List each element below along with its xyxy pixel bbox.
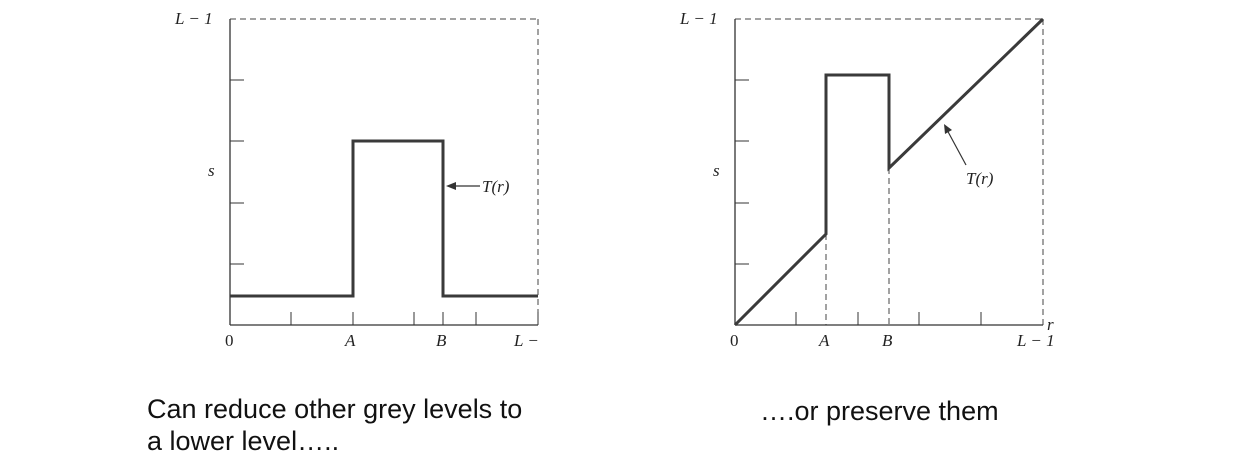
y-top-label-left: L − 1 (174, 9, 213, 28)
y-ticks (735, 79, 749, 265)
caption-left: Can reduce other grey levels to a lower … (147, 393, 522, 457)
curve-label-right: T(r) (966, 169, 994, 188)
x-tick-label-A-left: A (344, 331, 356, 350)
x-tick-label-0-right: 0 (730, 331, 739, 350)
x-tick-label-end-right: L − 1 (1016, 331, 1055, 350)
curve-label-left: T(r) (482, 177, 510, 196)
x-tick-label-end-left: L − (513, 331, 539, 350)
graph-right: T(r) L − 1 s r 0 A B L − 1 (679, 9, 1055, 350)
caption-right: ….or preserve them (760, 396, 999, 426)
arrowhead-left (446, 182, 456, 190)
y-axis-label-right: s (713, 161, 720, 180)
x-tick-label-A-right: A (818, 331, 830, 350)
transfer-curve-left (230, 139, 538, 298)
arrowhead-right (944, 124, 952, 134)
transfer-curve-right (733, 17, 1045, 327)
x-ticks (795, 312, 982, 325)
y-ticks (230, 79, 244, 265)
y-top-label-right: L − 1 (679, 9, 718, 28)
x-tick-label-0-left: 0 (225, 331, 234, 350)
caption-left-line1: Can reduce other grey levels to (147, 394, 523, 424)
x-tick-label-B-left: B (436, 331, 447, 350)
y-axis-label-left: s (208, 161, 215, 180)
caption-left-line2: a lower level….. (147, 426, 340, 456)
x-ticks (290, 312, 539, 325)
x-axis-label-right: r (1047, 315, 1054, 334)
curve-label-arrow-right (945, 127, 967, 166)
x-tick-label-B-right: B (882, 331, 893, 350)
graph-left: T(r) L − 1 s 0 A B L − (174, 9, 539, 350)
